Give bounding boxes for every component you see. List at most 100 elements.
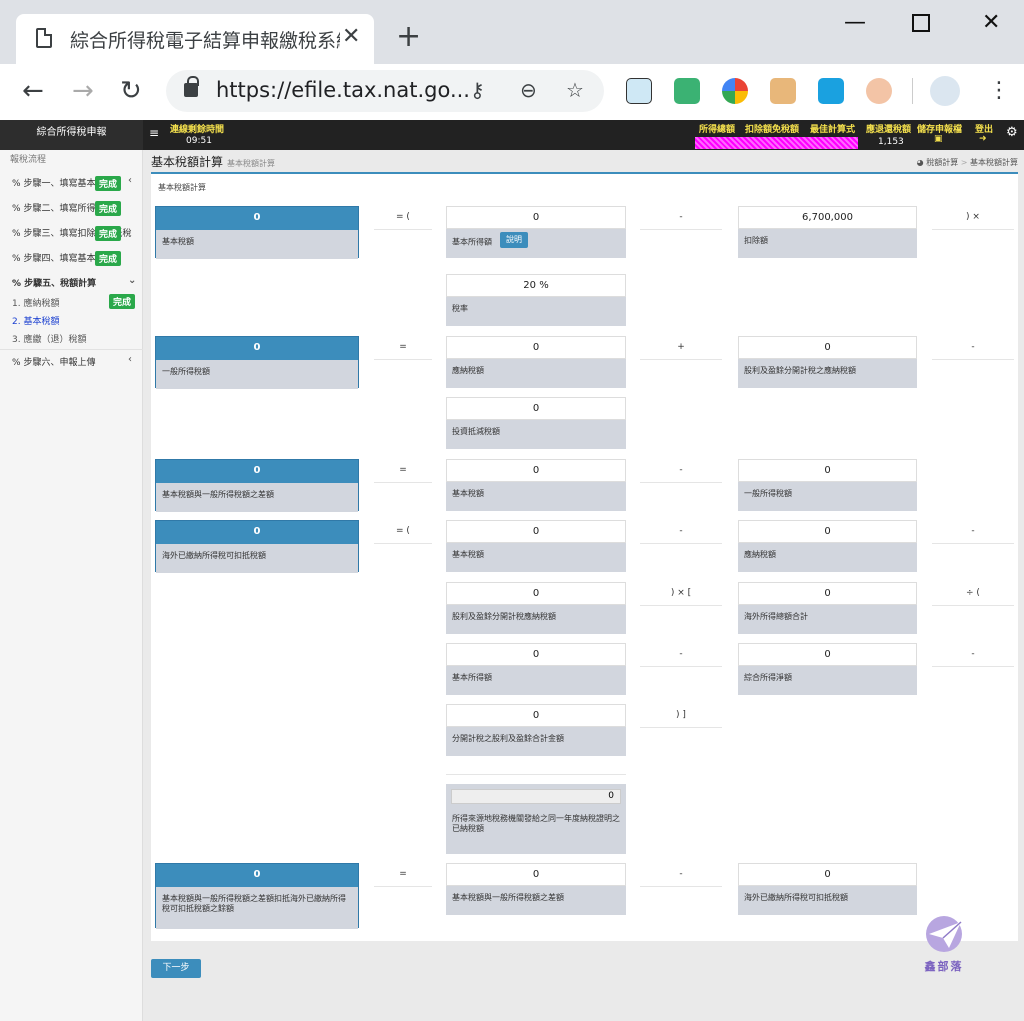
new-tab-button[interactable]: + xyxy=(396,19,422,54)
header-link-refund[interactable]: 應退還稅額 xyxy=(866,125,912,135)
address-bar[interactable]: https://efile.tax.nat.go... ⚷ ⊖ ☆ xyxy=(166,70,604,112)
watermark-text: 鑫部落 xyxy=(924,960,964,973)
sidebar-step-1[interactable]: % 步驟一、填寫基本資料 完成 ‹ xyxy=(0,171,143,193)
extension-avatar-icon[interactable] xyxy=(866,78,892,104)
calc-panel: 基本稅額計算 0 基本稅額 = ( 0 基本所得額說明 - 6,700,000 … xyxy=(151,172,1018,941)
close-tab-icon[interactable]: ✕ xyxy=(342,24,361,49)
done-badge: 完成 xyxy=(95,251,122,266)
sidebar-step-4[interactable]: % 步驟四、填寫基本所得 完成 xyxy=(0,246,143,268)
done-badge: 完成 xyxy=(95,176,122,191)
operator: = xyxy=(374,863,432,887)
extension-share-icon[interactable] xyxy=(818,78,844,104)
sidebar-substep-3[interactable]: 3. 應繳（退）稅額 xyxy=(12,335,87,345)
operator: - xyxy=(640,643,722,667)
sidebar-step-5[interactable]: % 步驟五、稅額計算 ⌄ xyxy=(0,271,143,293)
logout-icon: ➜ xyxy=(979,134,987,144)
extension-notes-icon[interactable] xyxy=(626,78,652,104)
operator: - xyxy=(640,459,722,483)
header-link-best-formula[interactable]: 最佳計算式 xyxy=(810,125,856,135)
key-icon[interactable]: ⚷ xyxy=(470,78,485,102)
operator: - xyxy=(932,520,1014,544)
app-header: 綜合所得稅申報 ≡ 連線剩餘時間 09:51 所得總額 扣除額免稅額 最佳計算式… xyxy=(0,120,1024,150)
step-label: % 步驟三、填寫扣除額及抵稅 xyxy=(12,229,132,239)
dividend-separate-tax-field: 0 股利及盈餘分開計稅之應納稅額 xyxy=(738,336,917,388)
profile-avatar[interactable] xyxy=(930,76,960,106)
sidebar-substep-2[interactable]: 2. 基本稅額 xyxy=(12,317,60,327)
payable-tax-field: 0 應納稅額 xyxy=(446,336,626,388)
toolbar-divider xyxy=(912,78,913,104)
foreign-tax-paid-field: 0 所得來源地稅務機關發給之同一年度納稅證明之已納稅額 xyxy=(446,784,626,854)
tab-title: 綜合所得稅電子結算申報繳稅系統 xyxy=(70,30,340,52)
extension-face-icon[interactable] xyxy=(770,78,796,104)
browser-tab[interactable]: 綜合所得稅電子結算申報繳稅系統 ✕ xyxy=(16,14,374,64)
step-label: % 步驟六、申報上傳 xyxy=(12,358,96,368)
basic-tax-result: 0 基本稅額 xyxy=(155,206,359,259)
reload-icon[interactable]: ↻ xyxy=(120,76,142,106)
chevron-left-icon: ‹ xyxy=(128,354,132,365)
net-income-field: 0 綜合所得淨額 xyxy=(738,643,917,695)
browser-toolbar: ← → ↻ https://efile.tax.nat.go... ⚷ ⊖ ☆ … xyxy=(0,64,1024,120)
sidebar-step-2[interactable]: % 步驟二、填寫所得資料 完成 xyxy=(0,196,143,218)
time-remaining-label: 連線剩餘時間 xyxy=(170,125,225,135)
tax-difference-field: 0 基本稅額與一般所得稅額之差額 xyxy=(446,863,626,915)
bookmark-star-icon[interactable]: ☆ xyxy=(566,78,584,102)
next-step-button[interactable]: 下一步 xyxy=(151,959,201,978)
panel-heading: 基本稅額計算 xyxy=(158,183,206,192)
extension-mail-icon[interactable] xyxy=(674,78,700,104)
page-subtitle: 基本稅額計算 xyxy=(227,159,276,168)
zoom-icon[interactable]: ⊖ xyxy=(520,78,537,102)
link-icon: % xyxy=(12,279,22,289)
tax-rate-field: 20 % 稅率 xyxy=(446,274,626,326)
done-badge: 完成 xyxy=(109,294,136,309)
link-icon: % xyxy=(12,254,21,264)
chevron-down-icon: ⌄ xyxy=(128,275,137,286)
operator: - xyxy=(932,643,1014,667)
save-file-button[interactable]: 儲存申報檔 xyxy=(917,125,963,135)
step-label: % 步驟四、填寫基本所得 xyxy=(12,254,114,264)
done-badge: 完成 xyxy=(95,226,122,241)
operator: ÷ ( xyxy=(932,582,1014,606)
operator: - xyxy=(640,863,722,887)
app-brand[interactable]: 綜合所得稅申報 xyxy=(0,120,143,150)
operator: ) ] xyxy=(640,704,722,728)
link-icon: % xyxy=(12,358,21,368)
maximize-icon[interactable] xyxy=(912,14,930,32)
step-label: % 步驟一、填寫基本資料 xyxy=(12,179,114,189)
sidebar-substep-1[interactable]: 1. 應納稅額 完成 xyxy=(0,293,143,311)
dividend-total-field: 0 分開計稅之股利及盈餘合計金額 xyxy=(446,704,626,756)
lock-icon xyxy=(184,76,199,97)
paper-plane-icon xyxy=(926,916,962,952)
basic-income-field-2: 0 基本所得額 xyxy=(446,643,626,695)
browser-tabstrip: 綜合所得稅電子結算申報繳稅系統 ✕ + — ✕ xyxy=(0,0,1024,64)
logout-button[interactable]: 登出 xyxy=(975,125,994,135)
foreign-tax-paid-input[interactable]: 0 xyxy=(451,789,621,804)
operator: - xyxy=(932,336,1014,360)
minimize-icon[interactable]: — xyxy=(844,10,866,35)
link-icon: % xyxy=(12,204,21,214)
settings-gear-icon[interactable]: ⚙ xyxy=(1006,125,1018,140)
basic-income-field: 0 基本所得額說明 xyxy=(446,206,626,258)
help-button[interactable]: 說明 xyxy=(500,232,528,248)
operator: ) × xyxy=(932,206,1014,230)
forward-icon[interactable]: → xyxy=(72,76,94,106)
header-link-gross-income[interactable]: 所得總額 xyxy=(699,125,736,135)
menu-icon[interactable]: ≡ xyxy=(149,126,160,140)
chevron-left-icon: ‹ xyxy=(128,175,132,186)
header-link-deductions[interactable]: 扣除額免稅額 xyxy=(745,125,800,135)
breadcrumb-item-tax-calc[interactable]: 稅額計算 xyxy=(926,158,959,167)
extension-lock-icon[interactable] xyxy=(722,78,748,104)
sidebar-step-6[interactable]: % 步驟六、申報上傳 ‹ xyxy=(0,349,143,371)
step-label: % 步驟二、填寫所得資料 xyxy=(12,204,114,214)
back-icon[interactable]: ← xyxy=(22,76,44,106)
window-close-icon[interactable]: ✕ xyxy=(982,10,1001,35)
overseas-credit-result: 0 海外已繳納所得稅可扣抵稅額 xyxy=(155,520,359,573)
link-icon: % xyxy=(12,179,21,189)
main-content: 基本稅額計算基本稅額計算 ◕ 稅額計算 > 基本稅額計算 基本稅額計算 0 基本… xyxy=(143,150,1024,1021)
link-icon: % xyxy=(12,229,21,239)
browser-menu-icon[interactable]: ⋮ xyxy=(988,78,1010,103)
refund-value: 1,153 xyxy=(878,137,904,147)
document-icon xyxy=(36,28,52,48)
deduction-field: 6,700,000 扣除額 xyxy=(738,206,917,258)
operator: = ( xyxy=(374,520,432,544)
sidebar-step-3[interactable]: % 步驟三、填寫扣除額及抵稅 完成 xyxy=(0,221,143,243)
